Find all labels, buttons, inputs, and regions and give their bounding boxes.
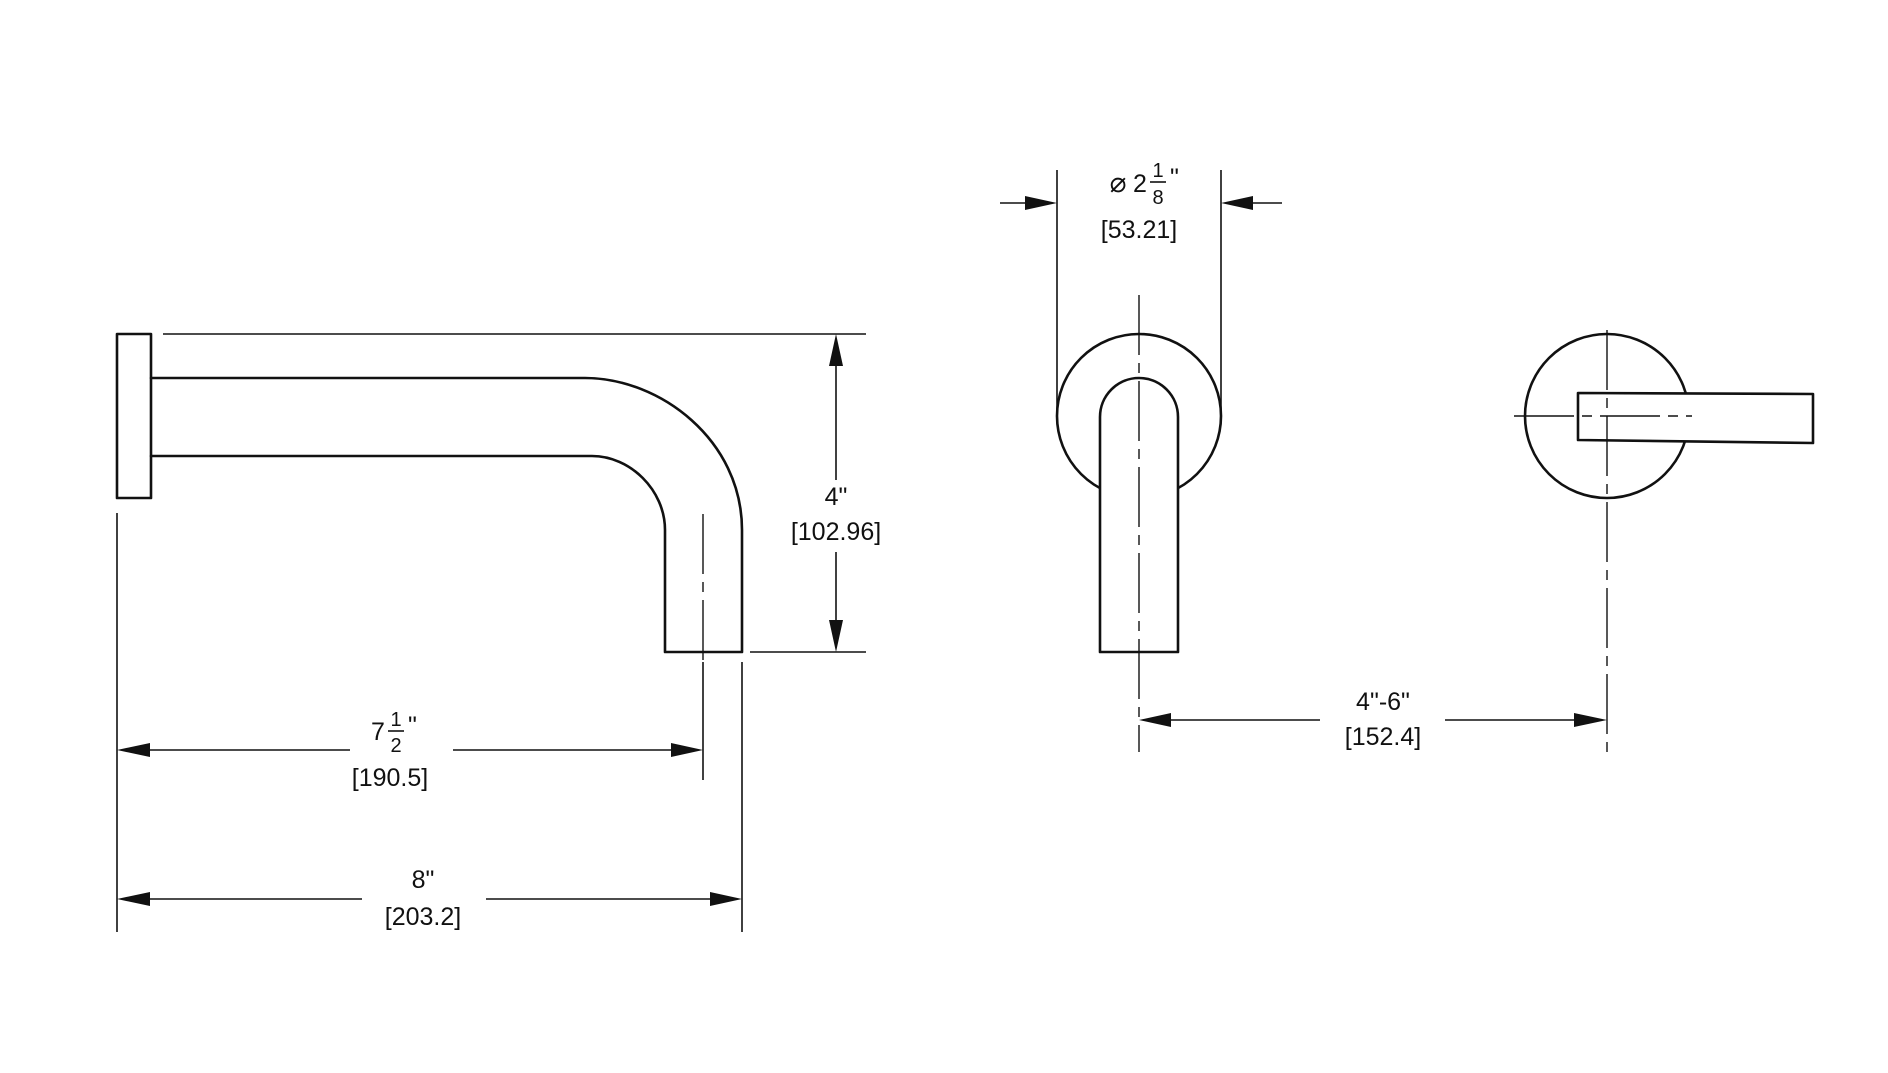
inner-length-dimension: 7 1 2 " [190.5] (116, 513, 704, 932)
diameter-metric: [53.21] (1101, 216, 1177, 244)
inner-length-arrow-left (117, 743, 150, 757)
overall-length-metric: [203.2] (385, 903, 461, 931)
spacing-arrow-right (1574, 713, 1607, 727)
diameter-whole: 2 (1133, 170, 1147, 198)
overall-arrow-right (710, 892, 742, 906)
inner-length-metric: [190.5] (352, 764, 428, 792)
overall-length-dimension: 8" [203.2] (117, 662, 743, 932)
height-metric: [102.96] (791, 518, 881, 546)
center-spacing-metric: [152.4] (1345, 723, 1421, 751)
center-spacing-label: 4"-6" (1356, 688, 1410, 716)
inner-length-whole: 7 (371, 718, 385, 746)
inner-length-arrow-right (671, 743, 703, 757)
height-arrow-top (829, 334, 843, 366)
diameter-arrow-right (1221, 196, 1253, 210)
center-spacing-dimension: 4"-6" [152.4] (1139, 688, 1607, 751)
diameter-denominator: 8 (1152, 187, 1163, 209)
diameter-arrow-left (1025, 196, 1057, 210)
height-dimension: 4" [102.96] (163, 333, 881, 653)
inner-length-denominator: 2 (390, 735, 401, 757)
height-label: 4" (825, 483, 848, 511)
diameter-unit: " (1170, 164, 1179, 192)
handle-view (1514, 330, 1815, 752)
diameter-dimension: ⌀ 2 1 8 " [53.21] (1000, 160, 1282, 416)
front-view: ⌀ 2 1 8 " [53.21] (1000, 160, 1282, 752)
inner-length-numerator: 1 (390, 709, 401, 731)
diameter-numerator: 1 (1152, 160, 1163, 182)
overall-arrow-left (117, 892, 150, 906)
lever-handle (1576, 391, 1815, 445)
height-arrow-bottom (829, 620, 843, 652)
spacing-arrow-left (1139, 713, 1171, 727)
overall-length-label: 8" (412, 866, 435, 894)
inner-length-unit: " (408, 712, 417, 740)
side-view: 4" [102.96] 7 1 2 " [190.5] 8" [203. (115, 332, 881, 932)
wall-flange (115, 332, 153, 500)
diameter-symbol: ⌀ (1110, 166, 1127, 199)
spout-outline (149, 376, 744, 654)
